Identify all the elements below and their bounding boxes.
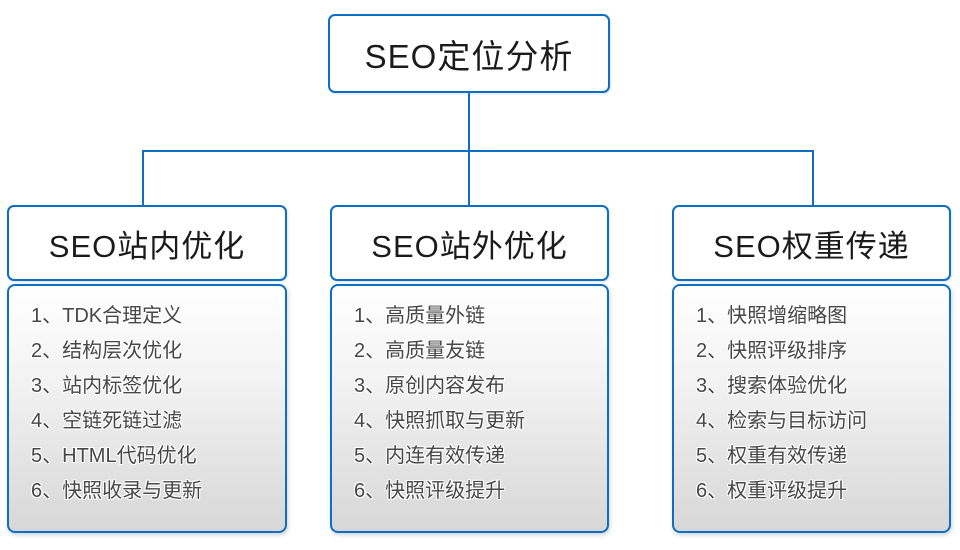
branch-header-offsite: SEO站外优化 <box>330 205 609 281</box>
branch-header-label: SEO权重传递 <box>713 228 910 264</box>
branch-list-offsite: 1、高质量外链 2、高质量友链 3、原创内容发布 4、快照抓取与更新 5、内连有… <box>330 284 609 533</box>
list-item: 2、快照评级排序 <box>696 340 848 362</box>
list-item: 6、快照评级提升 <box>354 480 506 502</box>
list-item: 1、快照增缩略图 <box>696 305 848 327</box>
list-item: 1、TDK合理定义 <box>31 305 183 327</box>
branch-header-onsite: SEO站内优化 <box>7 205 287 281</box>
list-item: 3、原创内容发布 <box>354 375 506 397</box>
list-item: 5、HTML代码优化 <box>31 445 197 467</box>
list-item: 1、高质量外链 <box>354 305 486 327</box>
list-item: 4、快照抓取与更新 <box>354 410 526 432</box>
connector-right-stub <box>812 150 814 205</box>
connector-root-vertical <box>468 93 470 205</box>
list-item: 6、权重评级提升 <box>696 480 848 502</box>
branch-list-weight-transfer: 1、快照增缩略图 2、快照评级排序 3、搜索体验优化 4、检索与目标访问 5、权… <box>672 284 951 533</box>
list-item: 3、站内标签优化 <box>31 375 183 397</box>
list-item: 3、搜索体验优化 <box>696 375 848 397</box>
branch-header-label: SEO站外优化 <box>371 228 568 264</box>
connector-horizontal <box>142 150 814 152</box>
list-item: 5、内连有效传递 <box>354 445 506 467</box>
list-item: 6、快照收录与更新 <box>31 480 203 502</box>
list-item: 5、权重有效传递 <box>696 445 848 467</box>
list-item: 4、空链死链过滤 <box>31 410 183 432</box>
root-node-seo-positioning: SEO定位分析 <box>328 14 610 93</box>
root-node-label: SEO定位分析 <box>364 37 574 75</box>
list-item: 2、高质量友链 <box>354 340 486 362</box>
list-item: 2、结构层次优化 <box>31 340 183 362</box>
branch-header-weight-transfer: SEO权重传递 <box>672 205 951 281</box>
branch-header-label: SEO站内优化 <box>48 228 246 264</box>
connector-left-stub <box>142 150 144 205</box>
branch-list-onsite: 1、TDK合理定义 2、结构层次优化 3、站内标签优化 4、空链死链过滤 5、H… <box>7 284 287 533</box>
list-item: 4、检索与目标访问 <box>696 410 868 432</box>
